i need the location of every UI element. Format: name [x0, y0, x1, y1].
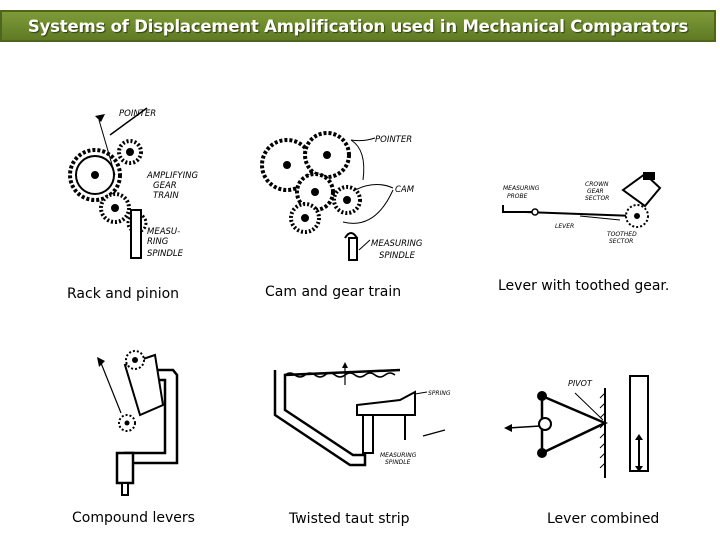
label-probe: PROBE: [507, 193, 528, 200]
label-pointer: POINTER: [375, 135, 412, 145]
rack-and-pinion-diagram: POINTER AMPLIFYING GEAR TRAIN MEASU- RIN…: [68, 107, 198, 259]
pointer-needle: [109, 107, 148, 136]
gear-sector: [123, 353, 165, 417]
label-measuring: MEASURING: [371, 239, 423, 249]
rack-spindle: [130, 209, 142, 259]
label-cam: CAM: [395, 185, 415, 195]
label-gear: GEAR: [153, 181, 177, 191]
lever-bar: [524, 211, 636, 217]
lever-combined-diagram: PIVOT: [504, 375, 649, 478]
gear-2: [117, 139, 143, 165]
compound-levers-diagram: [97, 350, 179, 496]
label-spindle: SPINDLE: [379, 251, 416, 261]
label-spindle: SPINDLE: [147, 249, 184, 259]
twisted-taut-strip-diagram: SPRING MEASURING SPINDLE: [273, 362, 451, 467]
probe: [502, 205, 535, 213]
label-pointer: POINTER: [119, 109, 156, 119]
gear-1: [68, 148, 122, 202]
label-gear: GEAR: [587, 188, 604, 195]
label-measuring: MEASURING: [503, 185, 540, 192]
caption-lever-combined: Lever combined: [547, 511, 660, 527]
cam-and-gear-train-diagram: POINTER CAM MEASURING SPINDLE: [260, 131, 423, 261]
lever-with-toothed-gear-diagram: MEASURING PROBE CROWN GEAR SECTOR LEVER …: [502, 172, 662, 245]
measuring-spindle: [362, 414, 374, 454]
cam-profile: [344, 232, 358, 239]
label-ring: RING: [147, 237, 169, 247]
caption-rack-and-pinion: Rack and pinion: [67, 286, 180, 302]
measuring-plunger: [115, 451, 135, 485]
caption-compound-levers: Compound levers: [72, 510, 195, 526]
label-sector: SECTOR: [585, 195, 609, 202]
label-crown: CROWN: [585, 181, 609, 188]
spring-block: [356, 390, 416, 416]
label-toothed-sector: SECTOR: [609, 238, 633, 245]
crown-gear-sector: [621, 172, 662, 208]
gear-3: [99, 192, 131, 224]
label-toothed: TOOTHED: [607, 231, 637, 238]
twisted-strip: [284, 372, 396, 378]
label-lever: LEVER: [555, 223, 574, 230]
page-title: Systems of Displacement Amplification us…: [27, 16, 689, 36]
caption-lever-with-toothed-gear: Lever with toothed gear.: [498, 278, 670, 294]
measuring-spindle: [348, 237, 358, 261]
label-train: TRAIN: [153, 191, 179, 201]
title-bar: Systems of Displacement Amplification us…: [0, 10, 716, 42]
label-measu: MEASU-: [147, 227, 180, 237]
caption-twisted-taut-strip: Twisted taut strip: [289, 511, 410, 527]
label-pivot: PIVOT: [568, 379, 593, 388]
strip-frame: [273, 368, 401, 467]
central-roller: [538, 417, 552, 431]
caption-cam-and-gear-train: Cam and gear train: [265, 284, 402, 300]
label-amplifying: AMPLIFYING: [146, 171, 198, 181]
label-measuring: MEASURING: [380, 452, 417, 459]
label-spindle: SPINDLE: [385, 459, 411, 466]
label-spring: SPRING: [428, 390, 451, 397]
